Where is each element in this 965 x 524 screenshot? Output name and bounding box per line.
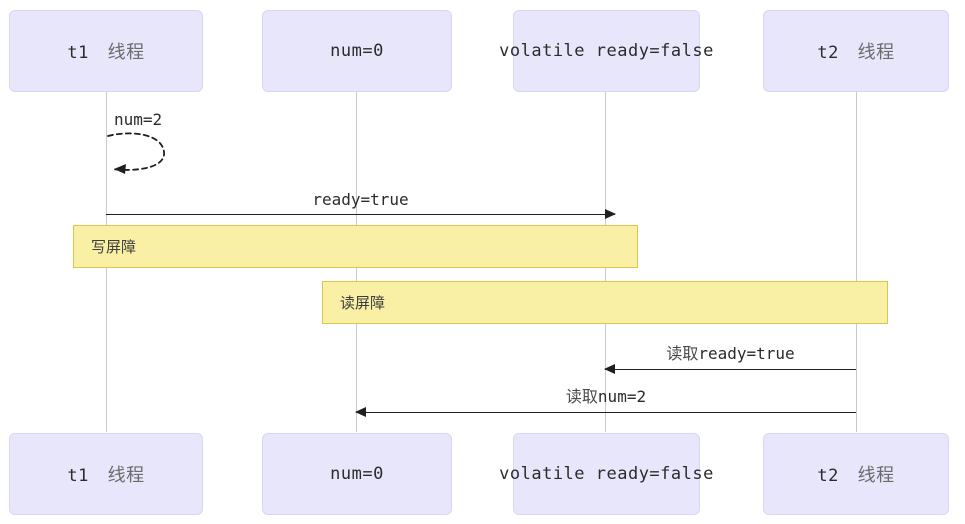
participant-label-ready-top: volatile ready=false	[499, 41, 714, 61]
participant-label-t1-top: t1 线程	[67, 38, 144, 64]
message-read-ready[interactable]: 读取ready=true	[604, 344, 856, 374]
self-loop-arrow-icon	[107, 132, 165, 174]
participant-label-num-bottom: num=0	[330, 464, 384, 484]
arrowhead-left-icon	[355, 407, 366, 417]
participant-label-t1-bottom-cjk: 线程	[107, 465, 145, 486]
message-line-ready-true	[106, 214, 615, 215]
participant-box-ready-bottom[interactable]: volatile ready=false	[499, 433, 713, 515]
participant-label-ready-bottom: volatile ready=false	[499, 464, 714, 484]
arrowhead-left-icon	[604, 364, 615, 374]
participant-box-t1-top[interactable]: t1 线程	[9, 10, 203, 92]
participant-label-t2-bottom-latin: t2	[817, 466, 839, 486]
message-line-read-ready	[605, 369, 856, 370]
participant-label-t2-bottom: t2 线程	[817, 461, 894, 487]
participant-box-t1-bottom[interactable]: t1 线程	[9, 433, 203, 515]
participant-label-num-top: num=0	[330, 41, 384, 61]
participant-label-t2-top-latin: t2	[817, 43, 839, 63]
participant-box-t2-bottom[interactable]: t2 线程	[763, 433, 949, 515]
message-ready-true[interactable]: ready=true	[106, 190, 616, 219]
participant-box-num-bottom[interactable]: num=0	[262, 433, 452, 515]
participant-label-t1-bottom: t1 线程	[67, 461, 144, 487]
lifeline-t2	[856, 92, 857, 432]
participant-box-t2-top[interactable]: t2 线程	[763, 10, 949, 92]
note-label-write-barrier: 写屏障	[91, 238, 137, 256]
message-label-read-ready: 读取ready=true	[666, 340, 794, 364]
participant-label-t2-top: t2 线程	[817, 38, 894, 64]
participant-box-num-top[interactable]: num=0	[262, 10, 452, 92]
message-label-read-num-latin: num=2	[597, 387, 647, 406]
participant-label-t1-bottom-latin: t1	[67, 466, 89, 486]
message-label-read-ready-latin: ready=true	[698, 344, 795, 363]
participant-label-t1-top-cjk: 线程	[107, 42, 145, 63]
message-label-ready-true: ready=true	[312, 190, 409, 209]
arrowhead-right-icon	[605, 209, 616, 219]
message-read-num[interactable]: 读取num=2	[355, 387, 856, 417]
note-read-barrier[interactable]: 读屏障	[322, 281, 888, 324]
message-label-read-num: 读取num=2	[566, 383, 646, 407]
participant-label-t2-top-cjk: 线程	[857, 42, 895, 63]
message-label-read-num-cjk: 读取	[565, 387, 598, 406]
note-label-read-barrier: 读屏障	[340, 294, 386, 312]
participant-label-t2-bottom-cjk: 线程	[857, 465, 895, 486]
message-line-read-num	[356, 412, 856, 413]
self-message-num-2[interactable]: num=2	[106, 110, 176, 174]
self-message-label-num-2: num=2	[114, 110, 163, 129]
message-label-read-ready-cjk: 读取	[666, 344, 699, 363]
participant-box-ready-top[interactable]: volatile ready=false	[499, 10, 713, 92]
participant-label-t1-top-latin: t1	[67, 43, 89, 63]
note-write-barrier[interactable]: 写屏障	[73, 225, 638, 268]
